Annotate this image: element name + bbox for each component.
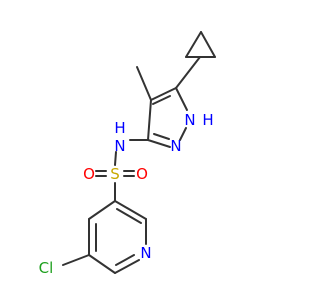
pyrazole-bond <box>147 139 171 148</box>
pyrazole-ring-nitrogen-label: N <box>170 137 181 155</box>
pyrazole-bond <box>175 87 188 111</box>
cyclopropyl-group <box>175 31 216 89</box>
pyridine-bond <box>88 200 116 220</box>
pyridine-ring <box>62 200 147 274</box>
cyclopropyl-attachment-bond <box>175 56 201 89</box>
pyridine-bond <box>114 200 147 220</box>
amide-hydrogen-label: H <box>114 119 125 137</box>
pyrazole-bond <box>147 99 152 141</box>
molecule-structure: N H N N H S O O N Cl <box>39 31 216 277</box>
oxygen-right-label: O <box>136 165 148 183</box>
cyclopropyl-bond <box>200 31 216 58</box>
pyrazole-double-bond <box>153 133 170 140</box>
pyridine-double-bond <box>115 254 135 266</box>
cyclopropyl-bond <box>185 31 202 58</box>
amide-n-s-bond <box>114 151 117 166</box>
atom-labels: N H N N H S O O N Cl <box>39 111 214 277</box>
chlorine-label: Cl <box>39 259 54 277</box>
pyrazole-bond <box>179 127 187 141</box>
pyrazole-ring <box>136 66 188 148</box>
amide-nitrogen-label: N <box>114 137 125 155</box>
pyrazole-double-bond <box>152 95 171 105</box>
sulfonamide-group <box>95 139 149 202</box>
pyridine-bond <box>88 254 116 274</box>
methyl-bond <box>136 66 152 101</box>
sulfur-label: S <box>110 165 120 183</box>
pyridine-nitrogen-label: N <box>140 244 151 262</box>
pyrazole-nh-nitrogen-label: N <box>184 111 195 129</box>
pyrazole-hydrogen-label: H <box>202 111 213 129</box>
pyridine-bond <box>114 259 140 274</box>
pyridine-double-bond <box>116 208 142 224</box>
pyrazole-bond <box>150 87 177 101</box>
c-cl-bond <box>62 254 90 266</box>
oxygen-left-label: O <box>83 165 95 183</box>
